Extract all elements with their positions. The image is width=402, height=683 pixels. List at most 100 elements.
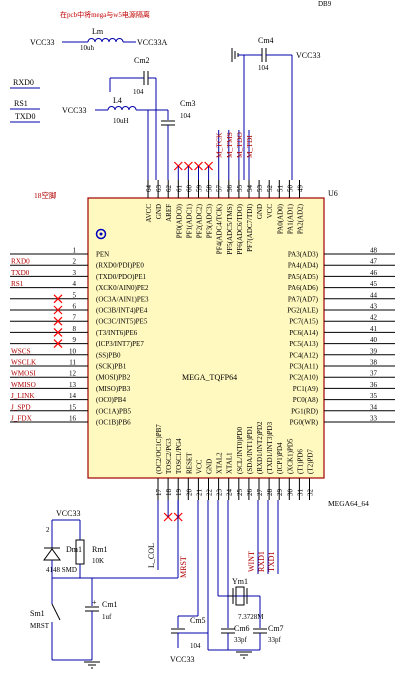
bottom-pin-21-number: 21 xyxy=(195,489,203,497)
top-pin-56-number: 56 xyxy=(226,185,234,193)
bottom-pin-group: 17(OC2/OC1C)PB718TOSC2/PG319TOSC1/PG420R… xyxy=(155,421,315,522)
top-pin-53-number: 53 xyxy=(256,185,264,193)
bottom-pin-24-name: XTAL1 xyxy=(226,452,234,474)
left-pin-10-net: WSCS xyxy=(11,347,31,355)
l4-ref: L4 xyxy=(113,96,122,105)
top-net-0-label: M_TCK xyxy=(215,132,224,158)
lm-ref: Lm xyxy=(92,27,104,36)
left-pin-2-name: (RXD0/PDI)PE0 xyxy=(96,262,144,270)
dm1-ref: Dm1 xyxy=(66,545,82,554)
right-pin-47-number: 47 xyxy=(370,258,378,266)
sm1-value: MRST xyxy=(30,622,50,630)
bottom-pin-28-number: 28 xyxy=(266,489,274,497)
bottom-pin-31-number: 31 xyxy=(296,489,304,497)
l4-inductor-coil xyxy=(107,106,137,111)
top-pin-60-number: 60 xyxy=(185,185,193,193)
chip-left-note: 18空脚 xyxy=(34,190,57,200)
left-pin-12-net: WMOSI xyxy=(11,370,36,378)
top-pin-62-name: AREF xyxy=(165,204,173,222)
pin1-marker-icon xyxy=(95,228,107,240)
left-pin-5-name: (OC3A/AIN1)PE3 xyxy=(96,295,149,303)
right-pin-40-name: PC5(A13) xyxy=(289,340,318,348)
partial-label-db9: DB9 xyxy=(318,0,332,8)
top-pin-62-number: 62 xyxy=(165,185,173,193)
top-pin-58-number: 58 xyxy=(206,185,214,193)
top-net-3-label: M_TDI xyxy=(245,135,254,158)
bottom-pin-22-name: GND xyxy=(206,459,214,474)
left-nets-group: RXD0 RS1 TXD0 xyxy=(10,78,40,123)
vcc33-label-4: VCC33 xyxy=(56,509,80,518)
net-l-col: L_COL xyxy=(147,543,156,568)
top-pin-59-number: 59 xyxy=(196,185,204,193)
bottom-pin-29-number: 29 xyxy=(276,489,284,497)
bottom-pin-23-number: 23 xyxy=(216,489,224,497)
cm6-ref: Cm6 xyxy=(234,624,250,633)
rm1-ref: Rm1 xyxy=(92,545,108,554)
left-pin-4-number: 4 xyxy=(73,280,77,288)
right-pin-37-number: 37 xyxy=(370,370,378,378)
left-pin-2-number: 2 xyxy=(73,258,77,266)
left-pin-7-name: (OC3C/INT5)PE5 xyxy=(96,318,148,326)
bottom-pin-25-name: (SCL/INT0)PD0 xyxy=(236,426,244,474)
bottom-pin-20-number: 20 xyxy=(185,489,193,497)
lm-inductor-coil xyxy=(87,38,124,43)
cm3-capacitor-group: Cm3 104 xyxy=(161,99,196,180)
right-pin-42-name: PC7(A15) xyxy=(289,318,318,326)
right-pin-41-number: 41 xyxy=(370,325,378,333)
top-pin-61-number: 61 xyxy=(175,185,183,193)
chip-value: MEGA64_64 xyxy=(328,499,369,508)
right-pin-43-name: PG2(ALE) xyxy=(287,307,318,315)
cm7-ref: Cm7 xyxy=(268,624,284,633)
top-pin-56-name: PF5(ADC5/TMS) xyxy=(226,203,234,254)
cm3-ref: Cm3 xyxy=(180,99,196,108)
bottom-nets-group: L_COL MRST WINT RXD1 TXD1 xyxy=(147,500,279,578)
bottom-pin-31-name: (T1)PD6 xyxy=(296,449,304,474)
rm1-value: 10K xyxy=(92,557,104,565)
net-txd1: TXD1 xyxy=(267,552,276,572)
left-pin-7-number: 7 xyxy=(73,314,77,322)
right-pin-48-number: 48 xyxy=(370,247,378,255)
top-pin-55-name: PF6(ADC6/TDO) xyxy=(236,203,244,254)
right-pin-38-name: PC3(A11) xyxy=(289,363,318,371)
top-pin-51-number: 51 xyxy=(276,185,284,193)
top-pin-50-number: 50 xyxy=(286,185,294,193)
right-pin-41-name: PC6(A14) xyxy=(289,329,318,337)
right-pin-36-number: 36 xyxy=(370,381,378,389)
left-pin-4-net: RS1 xyxy=(11,280,24,288)
net-wint: WINT xyxy=(247,551,256,572)
bottom-pin-25-number: 25 xyxy=(236,489,244,497)
right-pin-40-number: 40 xyxy=(370,336,378,344)
top-pin-52-name: VCC xyxy=(266,204,274,219)
right-pin-44-number: 44 xyxy=(370,291,378,299)
right-pin-33-name: PG0(WR) xyxy=(290,419,319,427)
top-pin-61-name: PF0(ADC0) xyxy=(175,203,183,238)
header-note: 在pcb中将mega与w5电源隔离 xyxy=(60,10,150,19)
top-pin-53-name: GND xyxy=(256,204,264,219)
right-pin-group: 48PA3(AD3)47PA4(AD4)46PA5(AD5)45PA6(AD6)… xyxy=(287,247,395,427)
cm1-ref: Cm1 xyxy=(102,600,118,609)
top-pin-63-number: 63 xyxy=(155,185,163,193)
top-pin-50-name: PA1(AD1) xyxy=(286,203,294,234)
left-pin-1-name: PEN xyxy=(96,251,109,259)
right-pin-45-name: PA6(AD6) xyxy=(288,284,319,292)
ym1-ref: Ym1 xyxy=(232,577,248,586)
bottom-pin-23-name: XTAL2 xyxy=(216,452,224,474)
cm2-value: 104 xyxy=(133,88,144,96)
vcc33-label-1: VCC33 xyxy=(30,38,54,47)
left-pin-11-name: (SCK)PB1 xyxy=(96,363,127,371)
right-pin-46-name: PA5(AD5) xyxy=(288,273,319,281)
left-pin-10-number: 10 xyxy=(69,347,77,355)
left-pin-11-number: 11 xyxy=(69,359,76,367)
right-pin-34-name: PG1(RD) xyxy=(291,407,319,415)
cm5-ref: Cm5 xyxy=(190,616,206,625)
cm1-value: 1uf xyxy=(102,613,112,621)
cm4-ref: Cm4 xyxy=(258,36,274,45)
dm1-pin-num: 2 xyxy=(46,526,50,534)
left-pin-1-number: 1 xyxy=(73,247,77,255)
right-pin-47-name: PA4(AD4) xyxy=(288,262,319,270)
top-pin-55-number: 55 xyxy=(236,185,244,193)
top-pin-57-number: 57 xyxy=(216,185,224,193)
cm4-value: 104 xyxy=(258,64,269,72)
cm2-ref: Cm2 xyxy=(134,56,150,65)
